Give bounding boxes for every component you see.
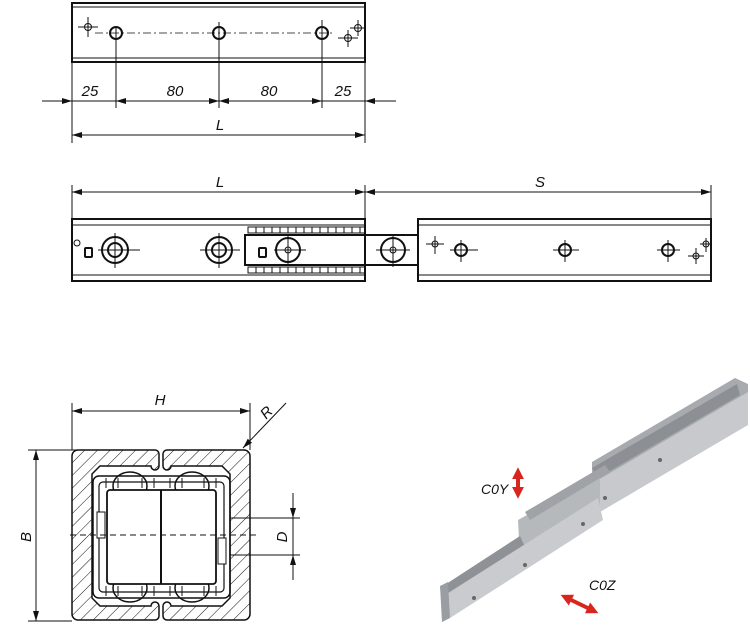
dim-pitch-1: 80 <box>167 83 184 100</box>
dim-edge-right: 25 <box>334 83 352 100</box>
load-z-arrow-icon <box>560 594 599 614</box>
dim-edge-left: 25 <box>81 83 99 100</box>
screw-icon <box>73 239 81 247</box>
stroke-label: S <box>535 174 545 191</box>
load-z-label: C0Z <box>589 577 616 593</box>
height-label: H <box>155 392 166 409</box>
cross-section: H B R D <box>18 392 300 622</box>
mounting-hole <box>274 236 306 265</box>
isometric-view: C0Y C0Z <box>440 378 748 622</box>
ball-cage <box>247 226 366 274</box>
stop-block <box>84 247 93 258</box>
small-hole <box>338 30 358 47</box>
extended-view: L S <box>71 174 712 282</box>
mounting-hole <box>553 240 579 262</box>
dim-pitch-2: 80 <box>261 83 278 100</box>
small-hole <box>700 238 711 252</box>
mounting-hole <box>200 233 240 268</box>
radius-label: R <box>257 403 277 423</box>
mounting-hole <box>657 240 680 262</box>
length-label: L <box>216 174 224 191</box>
mounting-hole <box>450 240 478 262</box>
stop-block <box>258 247 267 258</box>
small-hole <box>78 17 98 37</box>
hole-diameter-label: D <box>274 531 291 542</box>
load-y-label: C0Y <box>481 481 510 497</box>
mounting-hole <box>98 233 140 268</box>
inner-rail <box>417 218 712 282</box>
small-hole <box>688 248 704 264</box>
outer-rail <box>71 218 366 282</box>
length-label: L <box>216 117 224 134</box>
mounting-hole <box>376 236 410 267</box>
width-label: B <box>18 532 35 542</box>
small-hole <box>426 236 444 254</box>
top-view: 25 80 80 25 L <box>42 2 396 143</box>
small-hole <box>350 20 364 36</box>
